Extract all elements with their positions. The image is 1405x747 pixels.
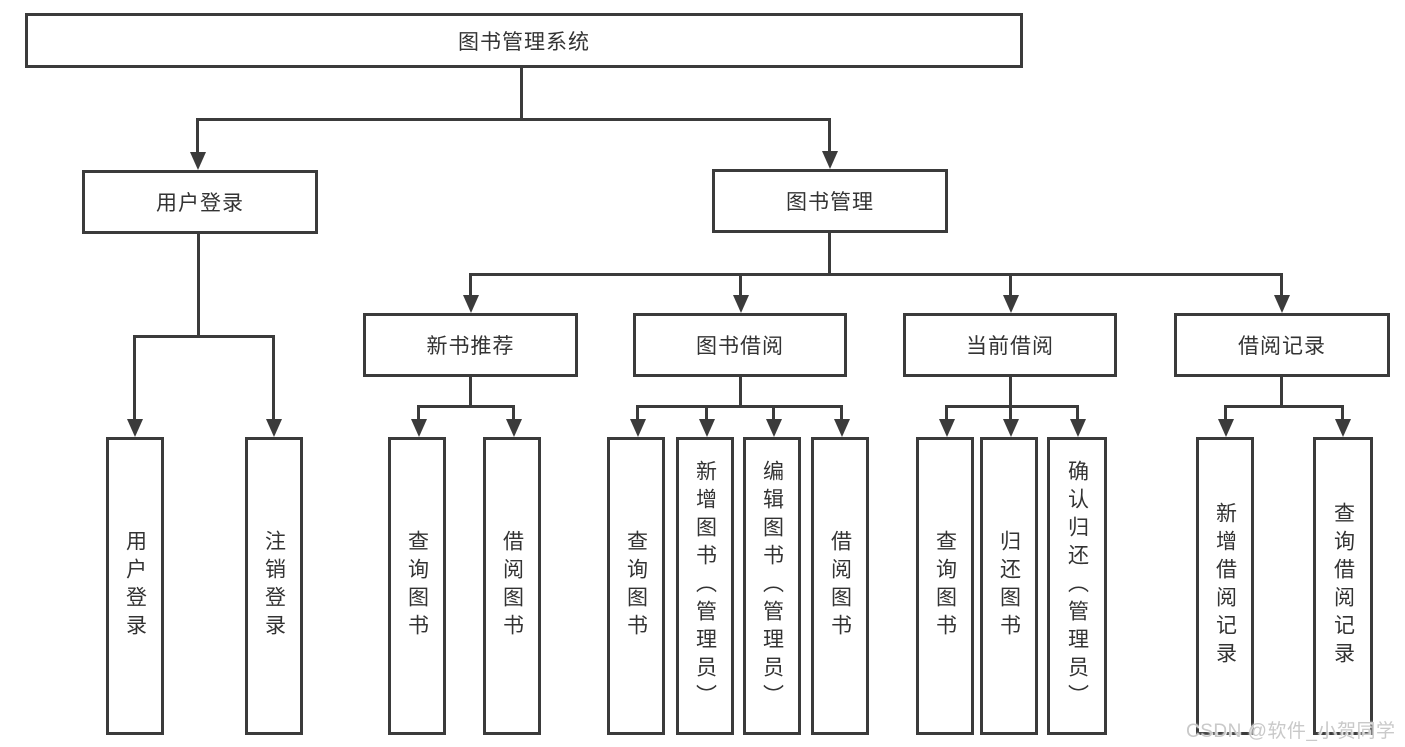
connector-drop-leaf-login: [133, 335, 136, 419]
arrowhead-leaf: [506, 419, 522, 437]
connector-new-books-branch: [417, 405, 515, 408]
leaf-label: 查询图书: [405, 530, 429, 642]
node-label: 当前借阅: [966, 335, 1054, 358]
node-label: 图书管理: [786, 191, 874, 214]
arrowhead-leaf: [1218, 419, 1234, 437]
node-label: 图书借阅: [696, 335, 784, 358]
leaf-edit-books-admin: 编辑图书（管理员）: [743, 437, 801, 735]
node-book-borrowing: 图书借阅: [633, 313, 847, 377]
arrowhead-borrow-records: [1274, 295, 1290, 313]
arrowhead-current-borrow: [1003, 295, 1019, 313]
arrowhead-leaf: [411, 419, 427, 437]
connector-drop-new-books: [469, 273, 472, 296]
arrowhead-book-mgmt: [822, 151, 838, 169]
connector-drop-borrow-records: [1280, 273, 1283, 296]
connector-user-login-stem: [197, 234, 200, 335]
connector-drop-user-login: [196, 118, 199, 153]
leaf-label: 新增图书（管理员）: [693, 460, 717, 712]
arrowhead-leaf: [630, 419, 646, 437]
connector-drop-leaf: [1341, 405, 1344, 421]
leaf-label: 借阅图书: [500, 530, 524, 642]
leaf-query-books-current: 查询图书: [916, 437, 974, 735]
leaf-label: 借阅图书: [828, 530, 852, 642]
connector-drop-leaf: [840, 405, 843, 421]
connector-book-mgmt-stem: [828, 233, 831, 273]
leaf-label: 编辑图书（管理员）: [760, 460, 784, 712]
leaf-label: 查询图书: [624, 530, 648, 642]
connector-book-borrow-stem: [739, 377, 742, 408]
leaf-logout: 注销登录: [245, 437, 303, 735]
arrowhead-leaf: [1070, 419, 1086, 437]
connector-new-books-stem: [469, 377, 472, 408]
leaf-query-borrow-record: 查询借阅记录: [1313, 437, 1373, 735]
connector-drop-leaf: [1076, 405, 1079, 421]
connector-drop-leaf-logout: [272, 335, 275, 419]
arrowhead-new-books: [463, 295, 479, 313]
csdn-watermark: CSDN @软件_小贺同学: [1186, 721, 1396, 742]
connector-book-borrow-branch: [636, 405, 843, 408]
leaf-return-books: 归还图书: [980, 437, 1038, 735]
connector-current-borrow-stem: [1009, 377, 1012, 408]
connector-drop-leaf: [772, 405, 775, 421]
node-label: 用户登录: [156, 192, 244, 215]
leaf-add-borrow-record: 新增借阅记录: [1196, 437, 1254, 735]
node-label: 借阅记录: [1238, 335, 1326, 358]
connector-borrow-records-stem: [1280, 377, 1283, 408]
arrowhead-leaf: [1003, 419, 1019, 437]
node-borrowing-records: 借阅记录: [1174, 313, 1390, 377]
leaf-label: 归还图书: [997, 530, 1021, 642]
arrowhead-leaf: [834, 419, 850, 437]
arrowhead-leaf-login: [127, 419, 143, 437]
connector-drop-leaf: [512, 405, 515, 421]
leaf-label: 用户登录: [123, 530, 147, 642]
arrowhead-book-borrow: [733, 295, 749, 313]
leaf-label: 注销登录: [262, 530, 286, 642]
connector-borrow-records-branch: [1224, 405, 1343, 408]
arrowhead-leaf: [939, 419, 955, 437]
node-current-borrowing: 当前借阅: [903, 313, 1117, 377]
leaf-query-books-recommend: 查询图书: [388, 437, 446, 735]
connector-drop-book-borrow: [739, 273, 742, 296]
node-new-book-recommend: 新书推荐: [363, 313, 578, 377]
node-book-management: 图书管理: [712, 169, 948, 233]
connector-user-login-branch: [133, 335, 274, 338]
leaf-add-books-admin: 新增图书（管理员）: [676, 437, 734, 735]
leaf-label: 新增借阅记录: [1213, 502, 1237, 670]
connector-drop-leaf: [636, 405, 639, 421]
arrowhead-user-login: [190, 152, 206, 170]
leaf-label: 查询借阅记录: [1331, 502, 1355, 670]
arrowhead-leaf: [1335, 419, 1351, 437]
leaf-borrow-books: 借阅图书: [811, 437, 869, 735]
arrowhead-leaf: [699, 419, 715, 437]
arrowhead-leaf: [766, 419, 782, 437]
leaf-label: 确认归还（管理员）: [1065, 460, 1089, 712]
connector-root-branch: [196, 118, 831, 121]
leaf-borrow-books-recommend: 借阅图书: [483, 437, 541, 735]
connector-drop-leaf: [417, 405, 420, 421]
leaf-label: 查询图书: [933, 530, 957, 642]
connector-book-mgmt-branch: [469, 273, 1283, 276]
connector-drop-current-borrow: [1009, 273, 1012, 296]
node-library-management-system: 图书管理系统: [25, 13, 1023, 68]
leaf-confirm-return-admin: 确认归还（管理员）: [1047, 437, 1107, 735]
connector-drop-book-mgmt: [828, 118, 831, 152]
leaf-user-login: 用户登录: [106, 437, 164, 735]
connector-drop-leaf: [1009, 405, 1012, 421]
connector-root-stem: [520, 68, 523, 118]
node-label: 图书管理系统: [458, 30, 590, 54]
node-label: 新书推荐: [426, 335, 515, 358]
leaf-query-books-borrowing: 查询图书: [607, 437, 665, 735]
connector-current-borrow-branch: [945, 405, 1079, 408]
connector-drop-leaf: [705, 405, 708, 421]
connector-drop-leaf: [945, 405, 948, 421]
node-user-login: 用户登录: [82, 170, 318, 234]
connector-drop-leaf: [1224, 405, 1227, 421]
arrowhead-leaf-logout: [266, 419, 282, 437]
